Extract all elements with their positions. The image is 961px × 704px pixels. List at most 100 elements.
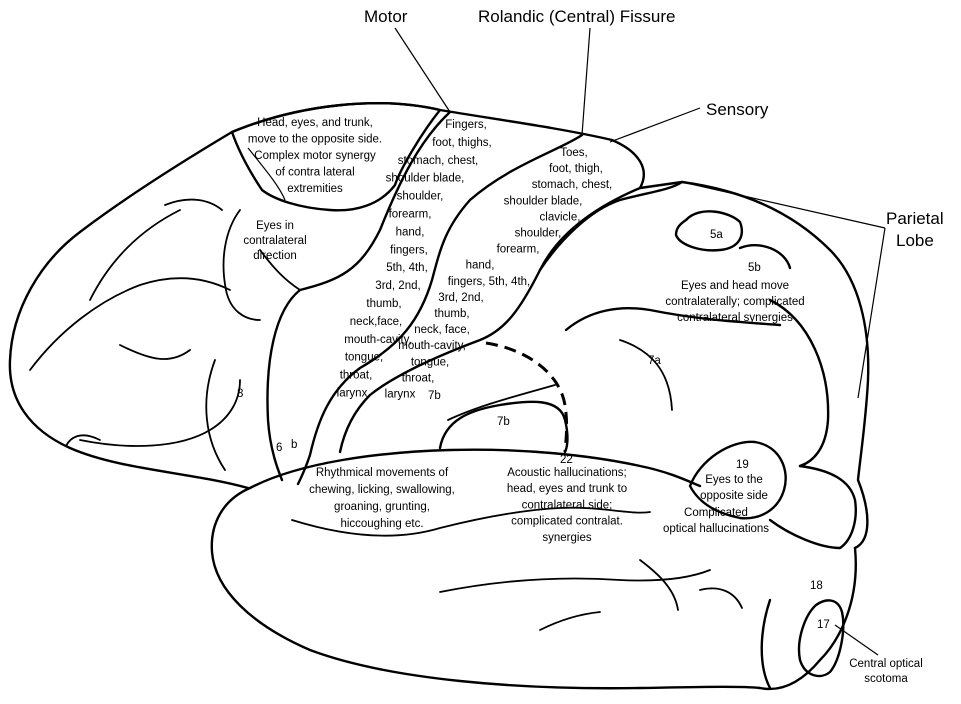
motor-strip-line: 3rd, 2nd, [375, 280, 420, 292]
motor-header: Motor [364, 7, 408, 26]
rhythmical-line: Rhythmical movements of [316, 467, 449, 479]
eyes-contra-line: Eyes in [256, 220, 294, 232]
frontal-top-line: of contra lateral [275, 167, 354, 179]
area-5-label-line: Eyes and head move [681, 280, 789, 292]
area-19-number: 19 [736, 459, 749, 471]
area-22-number: 22 [560, 454, 573, 466]
rhythmical-line: groaning, grunting, [334, 501, 430, 513]
motor-strip-line: 5th, 4th, [386, 262, 428, 274]
area-19-label-line: Eyes to the [705, 474, 763, 486]
temporal-sulcus-branch-3 [640, 560, 678, 610]
area-17-number: 17 [817, 619, 830, 631]
sensory-strip-line: larynx [385, 389, 416, 401]
sensory-header: Sensory [706, 100, 769, 119]
eyes-contra-line: contralateral [243, 235, 306, 247]
area-18-number: 18 [810, 580, 823, 592]
motor-strip-line: shoulder blade, [386, 173, 465, 185]
lobe-header: Lobe [896, 231, 934, 250]
sensory-strip-line: shoulder, [515, 228, 562, 240]
optical-line: optical hallucinations [663, 523, 769, 535]
motor-strip-line: forearm, [389, 209, 432, 221]
optical-hallucinations-label: Complicated optical hallucinations [663, 507, 769, 535]
frontal-top-line: Complex motor synergy [254, 150, 376, 162]
area-6-number: 6 [276, 442, 282, 454]
area-19-label: Eyes to the opposite side [700, 474, 768, 502]
area-6b-number: b [291, 439, 297, 451]
occipital-inner [770, 520, 840, 548]
rhythmical-line: chewing, licking, swallowing, [309, 484, 455, 496]
area-7a-number: 7a [648, 355, 661, 367]
acoustic-line: contralateral side; [522, 499, 613, 511]
motor-strip-line: larynx [337, 388, 368, 400]
central-optical-line: Central optical [849, 658, 923, 670]
motor-strip-line: hand, [396, 226, 425, 238]
sensory-strip-line: throat, [402, 372, 435, 384]
optical-line: Complicated [684, 507, 748, 519]
area-7b-dashed [486, 343, 567, 452]
motor-strip-line: stomach, chest, [398, 155, 479, 167]
sensory-strip-line: forearm, [497, 244, 540, 256]
rolandic-header: Rolandic (Central) Fissure [478, 7, 675, 26]
motor-strip-line: tongue, [345, 352, 383, 364]
area-18-boundary [800, 466, 856, 548]
frontal-top-label: Head, eyes, and trunk, move to the opposi… [248, 117, 382, 195]
motor-strip-line: neck,face, [350, 316, 402, 328]
sensory-strip-line: clavicle, [540, 211, 581, 223]
temporal-sulcus-branch [540, 612, 600, 630]
sensory-strip-line: tongue, [411, 356, 449, 368]
acoustic-line: head, eyes and trunk to [507, 483, 627, 495]
area-5-label: Eyes and head move contralaterally; compl… [665, 280, 804, 324]
sensory-strip-line: thumb, [434, 308, 469, 320]
central-optical-scotoma-label: Central optical scotoma [849, 658, 923, 685]
motor-strip-line: foot, thighs, [432, 137, 491, 149]
acoustic-line: Acoustic hallucinations; [507, 467, 627, 479]
area-5-label-line: contralateral synergies [677, 312, 793, 324]
area-5b-number: 5b [748, 262, 761, 274]
motor-strip-line: fingers, [390, 244, 428, 256]
sensory-strip-line: neck, face, [414, 324, 470, 336]
frontal-top-line: move to the opposite side. [248, 134, 382, 146]
parietal-header: Parietal [886, 209, 944, 228]
occipital-outline [760, 548, 856, 689]
acoustic-label: Acoustic hallucinations; head, eyes and t… [507, 467, 627, 544]
frontal-sulcus-6 [224, 210, 260, 320]
area-7b-lower-number: 7b [497, 416, 510, 428]
motor-strip-line: throat, [340, 370, 373, 382]
frontal-sulcus-5 [165, 200, 222, 210]
acoustic-line: complicated contralat. [511, 516, 623, 528]
area-5a-number: 5a [710, 229, 723, 241]
area-7b-upper-number: 7b [428, 390, 441, 402]
sensory-strip-line: fingers, 5th, 4th, [448, 276, 530, 288]
temporal-sulcus-branch-2 [700, 588, 742, 608]
area-18-lower [762, 600, 770, 688]
acoustic-line: synergies [542, 532, 591, 544]
motor-strip-line: thumb, [366, 298, 401, 310]
sensory-strip-line: shoulder blade, [504, 195, 583, 207]
parietal-pointer-top [682, 182, 885, 228]
sensory-strip-line: 3rd, 2nd, [438, 292, 483, 304]
motor-strip-line: shoulder, [397, 191, 444, 203]
rolandic-pointer [582, 28, 590, 135]
sensory-strip-line: mouth-cavity, [398, 340, 466, 352]
area-5a-loop [676, 211, 742, 250]
frontal-sulcus-1 [80, 380, 240, 446]
sensory-strip-line: Toes, [560, 147, 588, 159]
area-7a-sulcus [620, 340, 672, 410]
central-optical-line: scotoma [864, 673, 908, 685]
area-5-label-line: contralaterally; complicated [665, 296, 804, 308]
motor-strip-line: Fingers, [445, 119, 487, 131]
sensory-strip-line: foot, thigh, [549, 163, 603, 175]
frontal-sulcus-4 [120, 345, 190, 359]
area-8-number: 8 [237, 388, 243, 400]
frontal-sulcus-2 [30, 278, 230, 370]
area-19-label-line: opposite side [700, 490, 768, 502]
sensory-pointer [610, 108, 700, 142]
frontal-sulcus-7 [206, 360, 225, 470]
eyes-contralateral-label: Eyes incontralateraldirection [243, 220, 306, 262]
sensory-strip-line: hand, [466, 260, 495, 272]
motor-pointer [395, 28, 450, 112]
frontal-top-line: Head, eyes, and trunk, [257, 117, 373, 129]
frontal-top-line: extremities [287, 183, 343, 195]
